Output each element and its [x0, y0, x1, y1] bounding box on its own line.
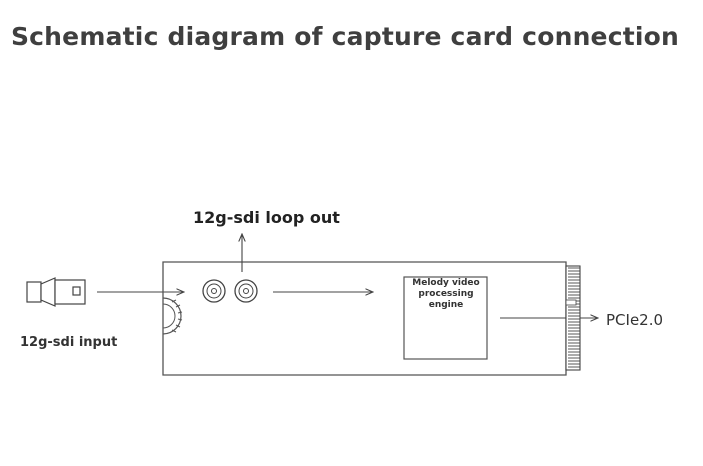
sdi-input-port-icon	[202, 279, 226, 303]
pcie-label: PCIe2.0	[606, 311, 664, 329]
sdi-connector-icon	[26, 277, 86, 307]
pcie-edge-connector	[565, 265, 581, 371]
sdi-loop-out-port-icon	[234, 279, 258, 303]
engine-label: Melody video processing engine	[412, 278, 480, 310]
capture-card-outline	[162, 261, 567, 376]
page-title: Schematic diagram of capture card connec…	[10, 22, 680, 51]
mounting-notch	[162, 297, 183, 335]
loop-out-label: 12g-sdi loop out	[193, 208, 340, 227]
processing-engine-box	[403, 276, 488, 360]
input-label: 12g-sdi input	[20, 335, 118, 350]
